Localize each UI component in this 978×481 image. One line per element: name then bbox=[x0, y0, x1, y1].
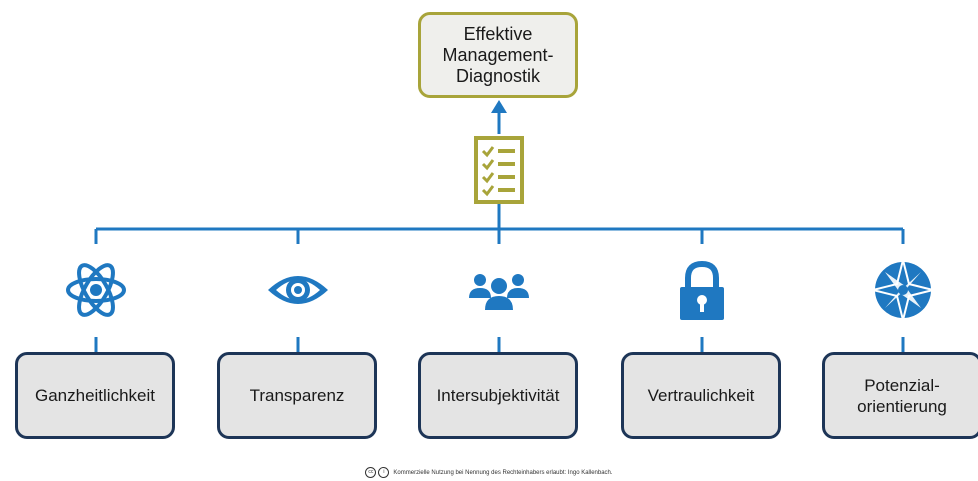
compass-icon bbox=[871, 258, 935, 322]
pillar-box-ganzheitlichkeit: Ganzheitlichkeit bbox=[15, 352, 175, 439]
cc-license-icon: cc i bbox=[365, 467, 390, 478]
atom-icon bbox=[64, 258, 128, 322]
group-icon bbox=[467, 258, 531, 322]
pillar-box-potenzialorientierung: Potenzial- orientierung bbox=[822, 352, 978, 439]
pillar-label: Vertraulichkeit bbox=[647, 386, 755, 405]
eye-icon bbox=[266, 258, 330, 322]
checklist-icon bbox=[474, 136, 524, 204]
pillar-label: Intersubjektivität bbox=[436, 386, 560, 405]
pillar-box-transparenz: Transparenz bbox=[217, 352, 377, 439]
cc-badge: cc bbox=[365, 467, 377, 478]
license-footer: cc i Kommerzielle Nutzung bei Nennung de… bbox=[0, 467, 978, 478]
top-box-line-1: Effektive bbox=[463, 23, 533, 44]
top-box-line-2: Management- bbox=[442, 44, 554, 65]
top-goal-box: Effektive Management- Diagnostik bbox=[418, 12, 578, 98]
pillar-label: Transparenz bbox=[249, 386, 345, 405]
by-badge: i bbox=[378, 467, 390, 478]
license-text: Kommerzielle Nutzung bei Nennung des Rec… bbox=[393, 469, 613, 476]
pillar-box-vertraulichkeit: Vertraulichkeit bbox=[621, 352, 781, 439]
pillar-label: Potenzial- orientierung bbox=[857, 375, 947, 416]
pillar-box-intersubjektivitaet: Intersubjektivität bbox=[418, 352, 578, 439]
pillar-label: Ganzheitlichkeit bbox=[34, 386, 155, 405]
top-box-line-3: Diagnostik bbox=[455, 65, 541, 86]
lock-icon bbox=[670, 258, 734, 322]
